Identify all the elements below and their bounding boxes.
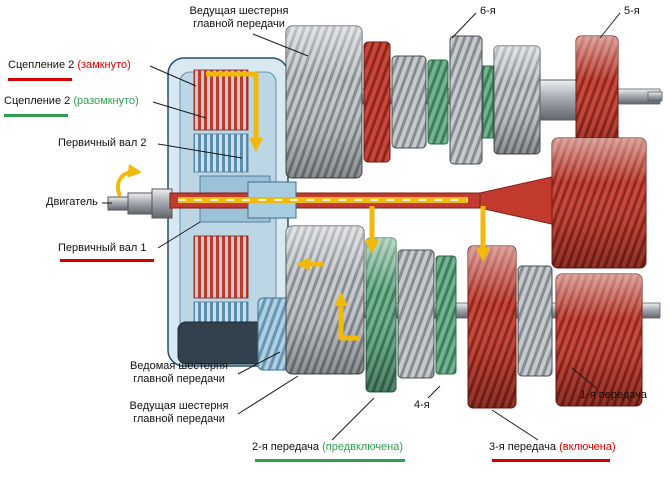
label-text: 4-я [414, 399, 430, 411]
label-text: Ведущая шестерня [189, 5, 289, 17]
leader-top-drive-gear [252, 33, 309, 57]
input-shaft-1-indicator [60, 259, 154, 262]
label-gear-6: 6-я [480, 5, 496, 18]
leader-gear-1 [571, 367, 597, 389]
label-text: Сцепление 2 [4, 95, 71, 107]
leader-input-shaft-1 [157, 221, 201, 249]
leader-gear-6 [451, 12, 477, 39]
leader-clutch2-open [152, 101, 207, 119]
label-engine: Двигатель [46, 196, 98, 209]
label-driven-gear: Ведомая шестерня главной передачи [120, 360, 238, 386]
label-text: 6-я [480, 5, 496, 17]
status-text: (включена) [559, 441, 616, 453]
label-text: Ведомая шестерня [129, 360, 229, 372]
engine-torque-arrow [116, 163, 142, 197]
leader-gear-3 [491, 409, 539, 441]
leader-drive-gear [237, 375, 299, 415]
leader-clutch2-closed [149, 65, 197, 87]
leader-driven-gear [237, 351, 281, 375]
label-text: 5-я [624, 5, 640, 17]
label-text: Первичный вал 2 [58, 137, 147, 149]
status-text: (предвключена) [322, 441, 404, 453]
label-gear-2: 2-я передача (предвключена) [252, 441, 403, 454]
clutch2-plates-bottom [193, 235, 249, 299]
label-gear-5: 5-я [624, 5, 640, 18]
leader-input-shaft-2 [157, 143, 243, 159]
leader-lines [102, 12, 621, 441]
engine-shaft [107, 188, 173, 219]
label-text: 1-я передача [580, 389, 648, 401]
gear-4 [397, 249, 435, 379]
gear-3-indicator [492, 459, 610, 462]
clutch2-open-indicator [4, 114, 68, 117]
label-text: главной передачи [133, 373, 225, 386]
clutch-flow-arrow [206, 71, 263, 152]
label-gear-3: 3-я передача (включена) [489, 441, 616, 454]
clutch2-closed-indicator [8, 78, 72, 81]
label-clutch2-open: Сцепление 2 (разомкнуто) [4, 95, 139, 108]
label-drive-gear-bottom: Ведущая шестерня главной передачи [120, 400, 238, 426]
synchro-6th [427, 59, 449, 145]
label-text: Ведущая шестерня [129, 400, 229, 412]
leader-gear-5 [599, 12, 621, 39]
label-input-shaft-1: Первичный вал 1 [58, 242, 146, 255]
label-text: главной передачи [193, 18, 285, 31]
label-gear-1: 1-я передача [580, 389, 647, 402]
label-text: главной передачи [133, 413, 225, 426]
gear-2-indicator [255, 459, 405, 462]
leader-gear-4 [427, 385, 441, 399]
status-text: (разомкнуто) [73, 95, 139, 107]
power-flow-arrows [116, 71, 490, 341]
bell-housing [177, 321, 265, 365]
status-text: (замкнуто) [77, 59, 131, 71]
clutch1-plates-top [193, 133, 249, 173]
leader-gear-2 [331, 397, 375, 441]
input-shaft-1 [169, 137, 647, 269]
flow-arrow-output [334, 292, 360, 341]
label-text: Первичный вал 1 [58, 242, 147, 254]
upper-gear-train [285, 25, 619, 179]
label-top-drive-gear: Ведущая шестерня главной передачи [180, 5, 298, 31]
label-clutch2-closed: Сцепление 2 (замкнуто) [8, 59, 131, 72]
clutch2-plates-top [193, 69, 249, 131]
label-text: 2-я передача [252, 441, 320, 453]
label-input-shaft-2: Первичный вал 2 [58, 137, 146, 150]
synchro-2-4 [435, 255, 457, 375]
label-text: Сцепление 2 [8, 59, 75, 71]
gear-6 [449, 35, 483, 165]
label-gear-4: 4-я [414, 399, 430, 412]
label-text: Двигатель [46, 196, 98, 208]
label-text: 3-я передача [489, 441, 557, 453]
